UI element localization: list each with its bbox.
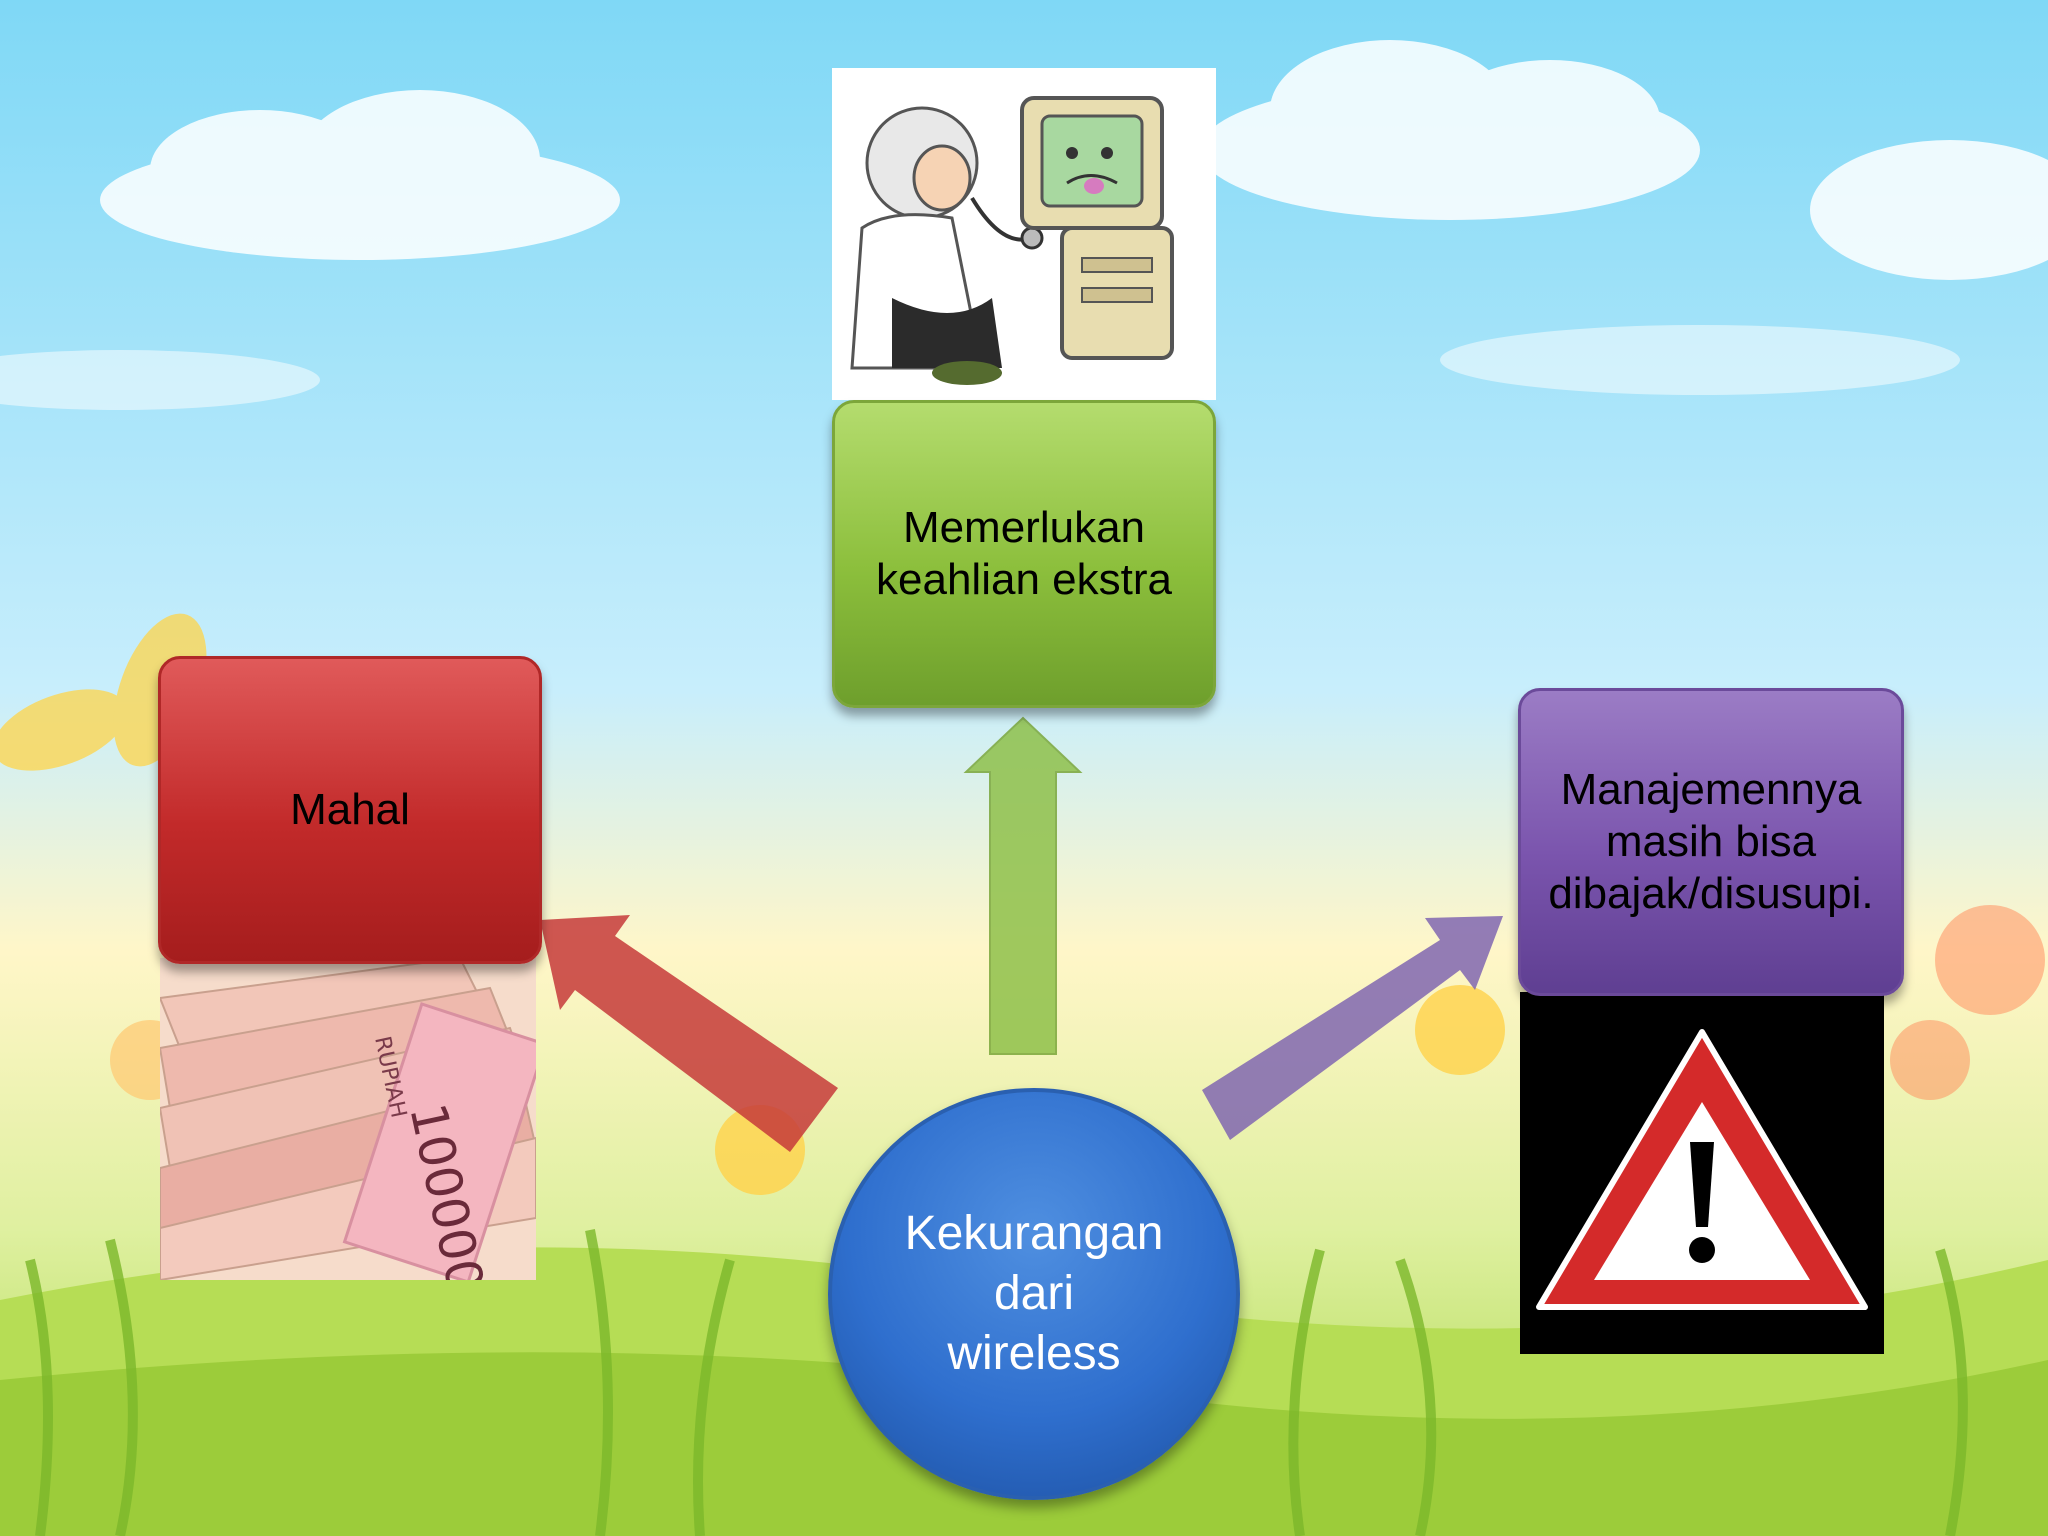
box-mahal: Mahal: [158, 656, 542, 964]
money-banknotes-photo: 100000 RUPIAH: [160, 958, 536, 1280]
box-right-label: Manajemennya masih bisa dibajak/disusupi…: [1548, 765, 1874, 918]
box-manajemen-dibajak: Manajemennya masih bisa dibajak/disusupi…: [1518, 688, 1904, 996]
center-circle-kekurangan: Kekurangan dari wireless: [828, 1088, 1240, 1500]
box-left-label: Mahal: [290, 785, 410, 834]
box-top-label: Memerlukan keahlian ekstra: [876, 503, 1172, 604]
arrow-up-green: [963, 716, 1083, 1055]
arrow-right-purple: [1202, 916, 1503, 1140]
center-label: Kekurangan dari wireless: [904, 1207, 1164, 1380]
arrow-left-red: [540, 915, 838, 1152]
box-memerlukan-keahlian: Memerlukan keahlian ekstra: [832, 400, 1216, 708]
warning-sign-image: [1520, 992, 1884, 1354]
exclamation-icon: [1690, 1142, 1714, 1227]
doctor-computer-illustration: [832, 68, 1216, 400]
